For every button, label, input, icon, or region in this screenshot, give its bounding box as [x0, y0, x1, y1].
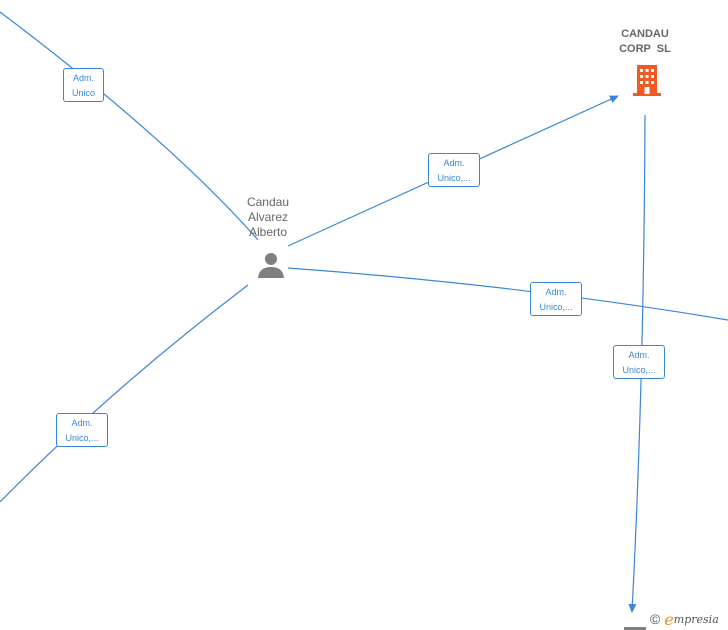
company-name-line: CORP SL	[619, 43, 671, 55]
brand-initial: e	[664, 609, 674, 629]
edge-top-left	[0, 11, 259, 241]
edge-label-line: Adm.	[545, 287, 567, 297]
edge-label-adm-unico[interactable]: Adm. Unico,...	[530, 282, 582, 316]
edge-label-line: Unico,...	[65, 433, 99, 443]
edge-label-line: Adm.	[628, 350, 650, 360]
edge-label-line: Adm.	[71, 418, 93, 428]
person-name-line: Candau	[246, 195, 290, 209]
edge-label-line: Unico	[71, 88, 95, 98]
edge-label-line: Unico,...	[622, 365, 656, 375]
edge-label-line: Adm.	[72, 73, 94, 83]
edge-label-line: Unico,...	[539, 302, 573, 312]
edge-label-adm-unico[interactable]: Adm. Unico,...	[613, 345, 665, 379]
person-name-line: Alvarez	[247, 210, 288, 224]
brand-name: mpresia	[673, 612, 719, 626]
edge-label-line: Unico,...	[437, 173, 471, 183]
edge-bottom-left	[0, 284, 249, 503]
person-name-line: Alberto	[248, 225, 288, 239]
company-name-line: CANDAU	[621, 28, 669, 40]
edge-label-adm-unico[interactable]: Adm. Unico,...	[56, 413, 108, 447]
person-icon[interactable]	[256, 250, 286, 280]
building-icon[interactable]	[630, 62, 664, 98]
edge-label-line: Adm.	[443, 158, 465, 168]
copyright-symbol: ©	[650, 611, 661, 627]
person-name: Candau Alvarez Alberto	[233, 195, 303, 240]
building-icon[interactable]	[622, 622, 648, 630]
edge-person-to-right	[287, 267, 728, 321]
edge-label-adm-unico[interactable]: Adm. Unico,...	[428, 153, 480, 187]
edge-label-adm-unico[interactable]: Adm. Unico	[63, 68, 104, 102]
company-name: CANDAU CORP SL	[598, 27, 692, 57]
footer-brand: © e mpresia	[650, 609, 719, 629]
